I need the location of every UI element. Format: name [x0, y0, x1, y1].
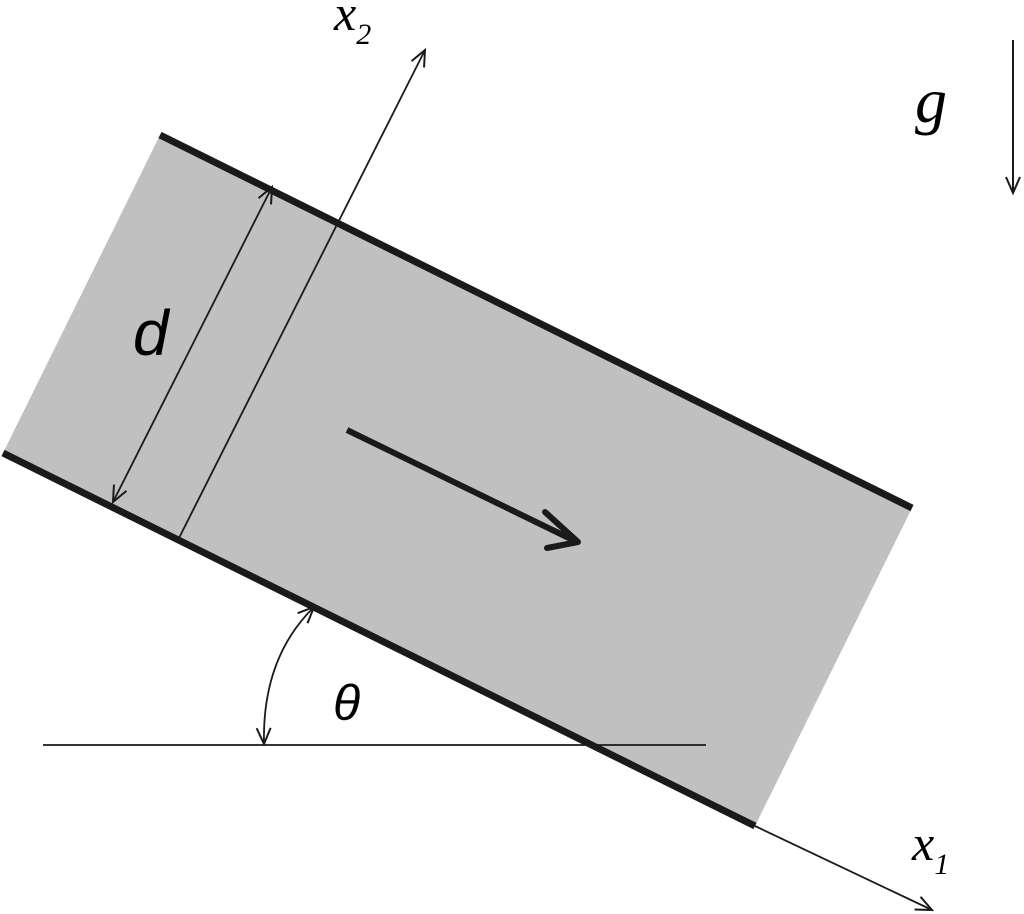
flow-direction-arrow	[345, 427, 575, 543]
x1-axis	[754, 825, 932, 910]
thickness-dimension-arrow	[113, 187, 272, 502]
top-boundary	[158, 131, 914, 512]
gravity-label: g	[915, 65, 947, 136]
thickness-label: d	[133, 297, 171, 369]
x1-axis-label: x1	[911, 815, 949, 881]
angle-label: θ	[333, 675, 360, 731]
angle-arc	[264, 607, 314, 744]
flow-arrowhead	[542, 509, 581, 551]
x2-axis-label: x2	[333, 0, 371, 51]
bottom-boundary	[1, 449, 757, 830]
